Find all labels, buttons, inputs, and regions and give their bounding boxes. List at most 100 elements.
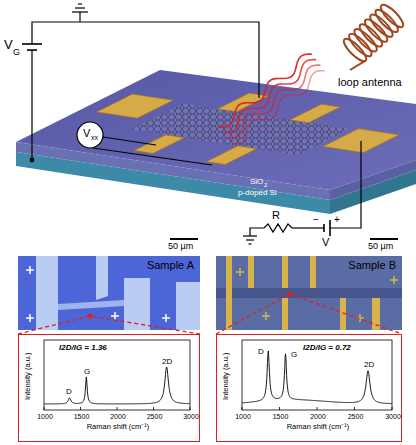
tick-label: 2500 [348, 413, 364, 421]
electrode [248, 256, 254, 288]
tick-mark [190, 407, 191, 410]
sample-name: Sample B [348, 259, 396, 272]
voltage-symbol: V [4, 38, 13, 53]
plasmon-wave [228, 65, 321, 138]
scale-bar [370, 238, 398, 240]
electrode [310, 256, 316, 288]
electrode [282, 256, 288, 288]
scale-bar [170, 238, 198, 240]
raman-inset: I2D/IG = 1.36DG2DIntensity (a.u.)Raman s… [18, 334, 200, 442]
plasmon-wave [223, 60, 316, 133]
wire [250, 228, 262, 236]
raman-inset: I2D/IG = 0.72DG2DIntensity (a.u.)Raman s… [216, 334, 402, 442]
sample-name: Sample A [147, 259, 194, 272]
coil-turn [346, 31, 374, 59]
peak-label: 2D [162, 357, 172, 366]
gold-contact [97, 94, 174, 118]
scale-label: 50 µm [368, 241, 393, 251]
voltmeter-symbol [77, 122, 103, 148]
tick-label: 3000 [183, 413, 199, 421]
peak-label: D [66, 387, 72, 396]
tick-mark [317, 407, 318, 410]
coil-turn [373, 7, 401, 35]
polarity-sign: + [334, 214, 340, 226]
wire [330, 141, 361, 228]
tick-mark [80, 407, 81, 410]
graphene-channel [58, 300, 124, 310]
tick-label: 2500 [147, 413, 163, 421]
measurement-spot [288, 292, 293, 297]
coil-turn [378, 2, 406, 30]
ground-symbol [72, 11, 88, 12]
layer-name: SiO [250, 177, 263, 186]
coil-turn [367, 12, 395, 40]
inset-ground [216, 334, 402, 442]
plot-frame [242, 340, 392, 410]
subscript: 2 [264, 182, 267, 189]
resistor-symbol [262, 224, 292, 232]
electrode [96, 256, 108, 300]
tick-label: 1000 [37, 413, 53, 421]
tick-label: 1000 [235, 413, 251, 421]
plasmon-wave [219, 54, 312, 127]
axis-title: Intensity (a.u.) [223, 352, 232, 400]
coil-turn [351, 26, 379, 54]
coil-turn [362, 16, 390, 44]
ground-symbol [78, 3, 82, 4]
wire [103, 137, 156, 145]
ground-symbol [243, 235, 257, 236]
scale-label: 50 µm [168, 241, 193, 251]
axis-title: Raman shift (cm⁻¹) [287, 423, 350, 432]
micrograph-panel: Sample A [18, 256, 200, 330]
peak-label: G [84, 367, 90, 376]
polarity-sign: − [313, 214, 319, 226]
raman-spectrum [242, 351, 392, 404]
electrode [282, 298, 288, 330]
wire [31, 50, 32, 160]
intensity-ratio: I2D/IG = 1.36 [59, 343, 107, 352]
gold-contact [218, 93, 269, 112]
coil-turn [357, 21, 385, 49]
ground-symbol [249, 243, 252, 244]
tick-mark [354, 407, 355, 410]
part-name: loop antenna [338, 76, 402, 89]
tick-label: 3000 [385, 413, 401, 421]
electrode [176, 282, 200, 330]
subscript: G [13, 47, 20, 57]
tick-mark [117, 407, 118, 410]
measurement-spot [88, 314, 93, 319]
tick-mark [242, 407, 243, 410]
electrode [226, 256, 232, 330]
tick-mark [279, 407, 280, 410]
coil-turn [341, 36, 369, 64]
intensity-ratio: I2D/IG = 0.72 [303, 343, 351, 352]
si-layer [16, 152, 330, 214]
tick-mark [392, 407, 393, 410]
wire [292, 227, 324, 228]
plasmon-waves [219, 54, 325, 144]
loop-antenna-coil [341, 2, 406, 70]
layer-name: p-doped Si [238, 188, 277, 197]
gold-contact [134, 135, 185, 154]
tick-mark [153, 407, 154, 410]
raman-spectrum [44, 367, 190, 404]
inset-ground [18, 334, 200, 442]
plot-frame [44, 340, 190, 410]
si-layer-side [330, 170, 416, 214]
tick-mark [44, 407, 45, 410]
wire [32, 22, 259, 98]
alignment-mark [236, 268, 398, 322]
electrode [36, 256, 58, 330]
battery-plate [22, 43, 42, 45]
axis-title: Intensity (a.u.) [25, 352, 34, 400]
wire [93, 148, 212, 165]
tick-label: 2000 [310, 413, 326, 421]
micrograph-panel: Sample B [216, 256, 402, 330]
voltage-symbol: V [322, 236, 329, 249]
voltage-symbol: V [83, 127, 90, 140]
ground-symbol [75, 7, 85, 8]
peak-label: G [291, 350, 297, 359]
zoom-connector [216, 294, 402, 334]
peak-label: 2D [364, 360, 374, 369]
